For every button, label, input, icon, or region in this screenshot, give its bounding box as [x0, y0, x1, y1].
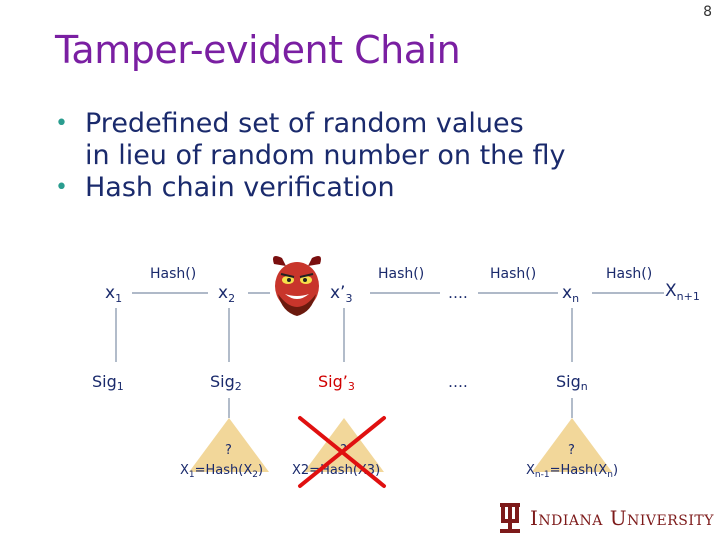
bullet-list: Predefined set of random values in lieu … [55, 108, 565, 204]
ellipsis-bottom: …. [448, 373, 468, 391]
verify-q-1: ? [225, 443, 232, 458]
verify-q-3: ? [568, 443, 575, 458]
hash-label-2: Hash() [378, 266, 424, 282]
bullet-item-1: Predefined set of random values in lieu … [55, 108, 565, 172]
verify-eq-3: Xn-1=Hash(Xn) [526, 463, 618, 480]
slide-title: Tamper-evident Chain [55, 28, 461, 72]
connector-lines [115, 292, 664, 418]
university-logo: Indiana University [498, 500, 714, 536]
bullet-line-1b: in lieu of random number on the fly [85, 140, 566, 171]
bullet-item-2: Hash chain verification [55, 172, 565, 204]
bullet-line-1a: Predefined set of random values [85, 108, 524, 139]
verify-eq-1: X1=Hash(X2) [180, 463, 263, 480]
node-xn-plus-1: Xn+1 [665, 281, 700, 303]
verify-triangle-1 [189, 418, 269, 472]
ellipsis-top: …. [448, 284, 468, 302]
sig-2: Sig2 [210, 372, 242, 393]
sig-n: Sign [556, 372, 588, 393]
node-xn: xn [562, 283, 579, 305]
verify-triangle-2 [304, 418, 384, 472]
sig-3-prime: Sig’3 [318, 372, 355, 393]
hash-labels: Hash() Hash() Hash() Hash() [150, 266, 652, 282]
chain-nodes: x1 x2 x’3 …. xn Xn+1 [105, 281, 700, 305]
verify-triangle-3 [532, 418, 612, 472]
iu-trident-icon [500, 503, 520, 533]
bullet-line-2: Hash chain verification [85, 172, 395, 203]
page-number: 8 [703, 4, 712, 20]
logo-wordmark: Indiana University [530, 506, 714, 530]
node-x3-prime: x’3 [330, 283, 352, 305]
sig-1: Sig1 [92, 372, 124, 393]
tamper-cross-icon [298, 416, 386, 488]
node-x1: x1 [105, 283, 122, 305]
hash-label-3: Hash() [490, 266, 536, 282]
hash-label-1: Hash() [150, 266, 196, 282]
signatures: Sig1 Sig2 Sig’3 …. Sign [92, 372, 588, 393]
node-x2: x2 [218, 283, 235, 305]
hash-label-4: Hash() [606, 266, 652, 282]
verification-text: ? X1=Hash(X2) ? X2=Hash(X3) ? Xn-1=Hash(… [180, 443, 618, 480]
devil-icon [273, 256, 321, 316]
